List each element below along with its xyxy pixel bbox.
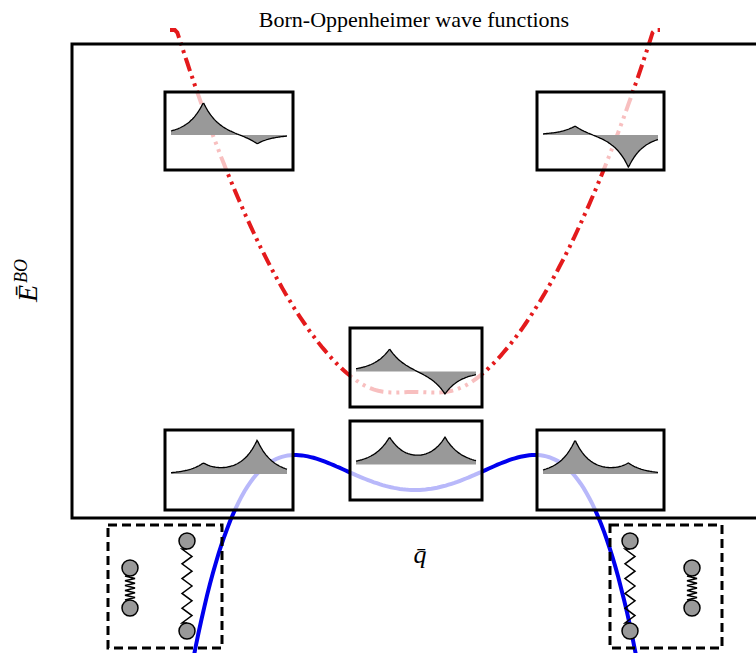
axis-label: Ē	[14, 285, 42, 302]
atom	[622, 533, 638, 549]
spring	[687, 576, 697, 600]
spring	[625, 549, 635, 623]
wavefunction-fill	[171, 440, 287, 474]
wavefunction-line	[171, 440, 287, 472]
wavefunction-fill	[356, 350, 476, 394]
wavefunction-insets	[165, 92, 664, 510]
inset-box	[350, 421, 482, 500]
atom	[684, 600, 700, 616]
wavefunction-fill	[171, 103, 287, 143]
oscillator-box	[610, 525, 722, 648]
wavefunction-fill	[356, 437, 476, 464]
inset-box	[537, 430, 664, 510]
atom	[122, 560, 138, 576]
wavefunction-line	[356, 437, 476, 461]
wavefunction-line	[356, 350, 476, 394]
inset-box	[537, 92, 664, 170]
wavefunction-fill	[543, 441, 658, 474]
axis-superscript: BO	[12, 259, 30, 283]
wavefunction-line	[171, 103, 287, 143]
wavefunction-line	[543, 441, 658, 472]
wavefunction-line	[543, 126, 658, 167]
atom	[179, 533, 195, 549]
wavefunction-fill	[543, 126, 658, 167]
spring	[182, 549, 192, 623]
plot-frame	[72, 44, 756, 518]
inset-box	[350, 328, 482, 407]
chart-title: Born-Oppenheimer wave functions	[259, 9, 569, 31]
atom	[122, 600, 138, 616]
atom	[684, 560, 700, 576]
inset-box	[165, 92, 293, 170]
energy-curves	[72, 30, 756, 653]
spring	[125, 576, 135, 600]
atom	[622, 623, 638, 639]
atom	[179, 623, 195, 639]
oscillator-box	[108, 525, 222, 648]
inset-box	[165, 430, 293, 510]
axis-label: q̄	[414, 542, 427, 568]
oscillator-insets	[108, 525, 722, 648]
